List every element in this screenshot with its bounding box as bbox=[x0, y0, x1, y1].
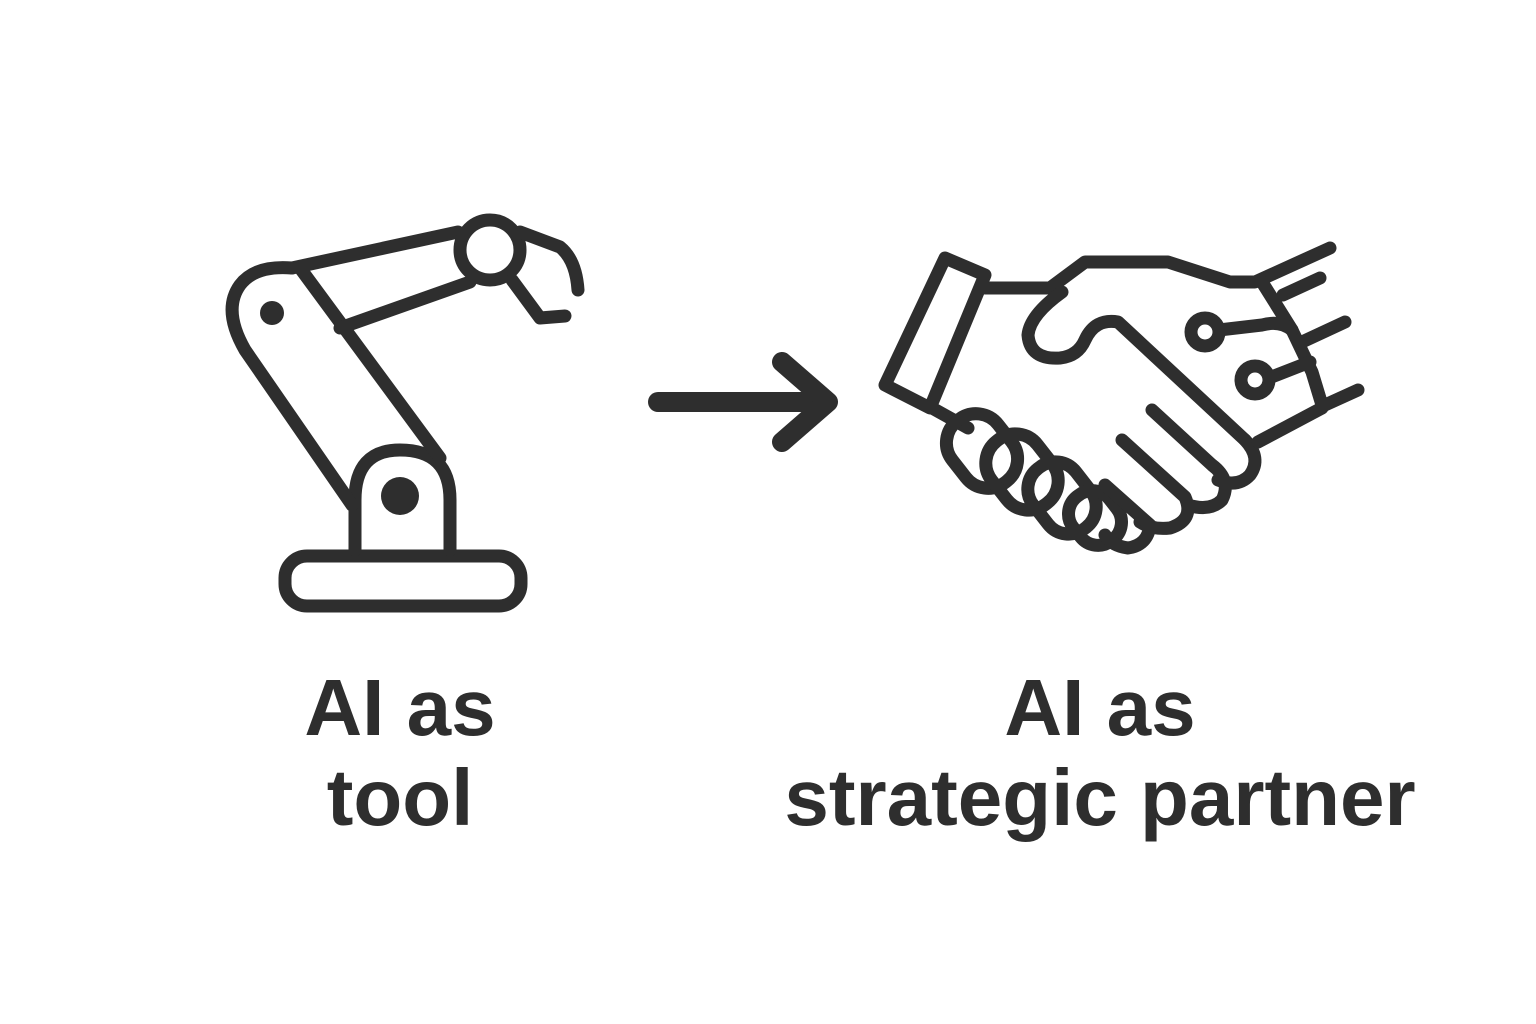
right-concept-label: AI as strategic partner bbox=[720, 663, 1480, 843]
robotic-arm-icon bbox=[225, 213, 585, 613]
left-concept-panel bbox=[0, 0, 640, 1024]
left-label-line-2: tool bbox=[326, 753, 474, 842]
handshake-human-robot-icon bbox=[878, 241, 1365, 555]
right-concept-panel bbox=[860, 200, 1380, 600]
right-label-line-1: AI as bbox=[1004, 663, 1196, 752]
left-concept-label: AI as tool bbox=[250, 663, 550, 843]
left-label-line-1: AI as bbox=[304, 663, 496, 752]
right-label-line-2: strategic partner bbox=[784, 753, 1416, 842]
arrow-right-icon bbox=[648, 352, 838, 452]
